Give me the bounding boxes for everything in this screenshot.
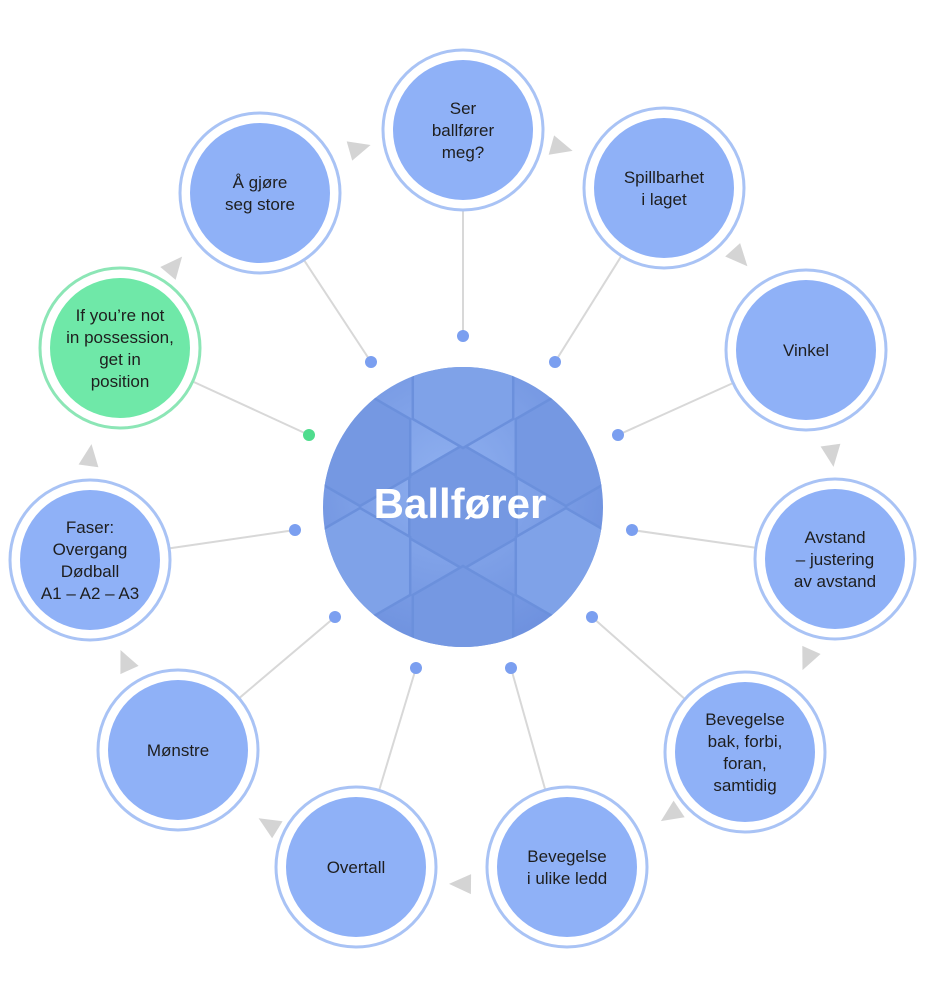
node-label-line: meg?: [442, 143, 485, 162]
flow-arrow: [78, 444, 99, 468]
connector-line: [238, 616, 336, 700]
node-label-line: Overtall: [327, 858, 386, 877]
connector-dot: [586, 611, 598, 623]
node-circle: [50, 278, 190, 418]
node-label-line: in possession,: [66, 328, 174, 347]
connector-lines: [169, 210, 756, 791]
node-label-line: Mønstre: [147, 741, 209, 760]
node-circle: [108, 680, 248, 820]
connector-line: [192, 380, 310, 436]
node-label-line: Bevegelse: [527, 847, 606, 866]
node-label-line: A1 – A2 – A3: [41, 584, 139, 603]
flow-arrow: [346, 141, 371, 161]
node-label-line: i ulike ledd: [527, 869, 607, 888]
node-circle: [675, 682, 815, 822]
node-label-line: – justering: [796, 550, 874, 569]
flow-arrow: [820, 443, 841, 467]
node-label-line: Dødball: [61, 562, 120, 581]
node-avstand: Avstand – justering av avstand: [753, 477, 917, 641]
connector-line: [554, 255, 623, 363]
node-possession: If you’re not in possession, get in positio…: [38, 266, 202, 430]
node-vinkel: Vinkel: [724, 268, 888, 432]
node-monstre: Mønstre: [96, 668, 260, 832]
connector-dot: [505, 662, 517, 674]
flow-arrow: [120, 650, 139, 675]
connector-line: [591, 616, 686, 700]
node-overtall: Overtall: [274, 785, 438, 949]
node-circle: [20, 490, 160, 630]
flow-arrow: [548, 135, 573, 155]
flow-arrow: [160, 256, 183, 280]
node-circle: [393, 60, 533, 200]
connector-dot: [289, 524, 301, 536]
node-label-line: Ser: [450, 99, 477, 118]
node-label-line: av avstand: [794, 572, 876, 591]
connector-line: [510, 667, 547, 791]
ball-pattern: [323, 367, 603, 647]
connector-dot: [549, 356, 561, 368]
ball-panel: [411, 367, 515, 450]
node-label-line: i laget: [641, 190, 687, 209]
connector-dot: [410, 662, 422, 674]
node-circle: [736, 280, 876, 420]
connector-line: [303, 259, 372, 363]
node-label-line: Faser:: [66, 518, 114, 537]
node-circle: [286, 797, 426, 937]
node-label-line: If you’re not: [76, 306, 165, 325]
node-label-line: Overgang: [53, 540, 128, 559]
node-label-line: Avstand: [804, 528, 865, 547]
node-label-line: Å gjøre: [233, 173, 288, 192]
node-bevegelse-ledd: Bevegelse i ulike ledd: [485, 785, 649, 949]
connector-dot: [365, 356, 377, 368]
node-label-line: Vinkel: [783, 341, 829, 360]
node-label-line: samtidig: [713, 776, 776, 795]
flow-arrow: [725, 243, 748, 267]
flow-arrow: [802, 645, 821, 671]
topic-nodes: Ser ballfører meg? Spillbarhet i lagetVinkel…: [8, 48, 917, 949]
node-label-line: seg store: [225, 195, 295, 214]
flow-arrow: [258, 818, 283, 839]
node-ser-ballforer: Ser ballfører meg?: [381, 48, 545, 212]
connector-dot: [612, 429, 624, 441]
connector-dot: [303, 429, 315, 441]
node-label-line: Spillbarhet: [624, 168, 705, 187]
connector-dot: [457, 330, 469, 342]
node-circle: [190, 123, 330, 263]
node-bevegelse-bak: Bevegelse bak, forbi, foran, samtidig: [663, 670, 827, 834]
connector-line: [169, 529, 296, 550]
node-circle: [594, 118, 734, 258]
connector-dot: [626, 524, 638, 536]
flow-arrows: [78, 135, 841, 895]
node-label-line: get in: [99, 350, 141, 369]
connector-dots: [289, 330, 638, 674]
center-ball: Ballfører: [323, 367, 603, 647]
connector-line: [378, 667, 417, 791]
node-label-line: Bevegelse: [705, 710, 784, 729]
connector-dot: [329, 611, 341, 623]
flow-arrow: [449, 874, 472, 895]
flow-arrow: [660, 800, 685, 822]
node-label-line: ballfører: [432, 121, 495, 140]
node-gjore-seg-store: Å gjøre seg store: [178, 111, 342, 275]
connector-line: [631, 529, 756, 549]
ball-panel: [411, 564, 515, 647]
connector-line: [617, 382, 734, 436]
node-circle: [765, 489, 905, 629]
node-circle: [497, 797, 637, 937]
node-label-line: bak, forbi,: [708, 732, 783, 751]
node-spillbarhet: Spillbarhet i laget: [582, 106, 746, 270]
node-label-line: position: [91, 372, 150, 391]
node-label-line: foran,: [723, 754, 766, 773]
center-label: Ballfører: [374, 480, 547, 527]
